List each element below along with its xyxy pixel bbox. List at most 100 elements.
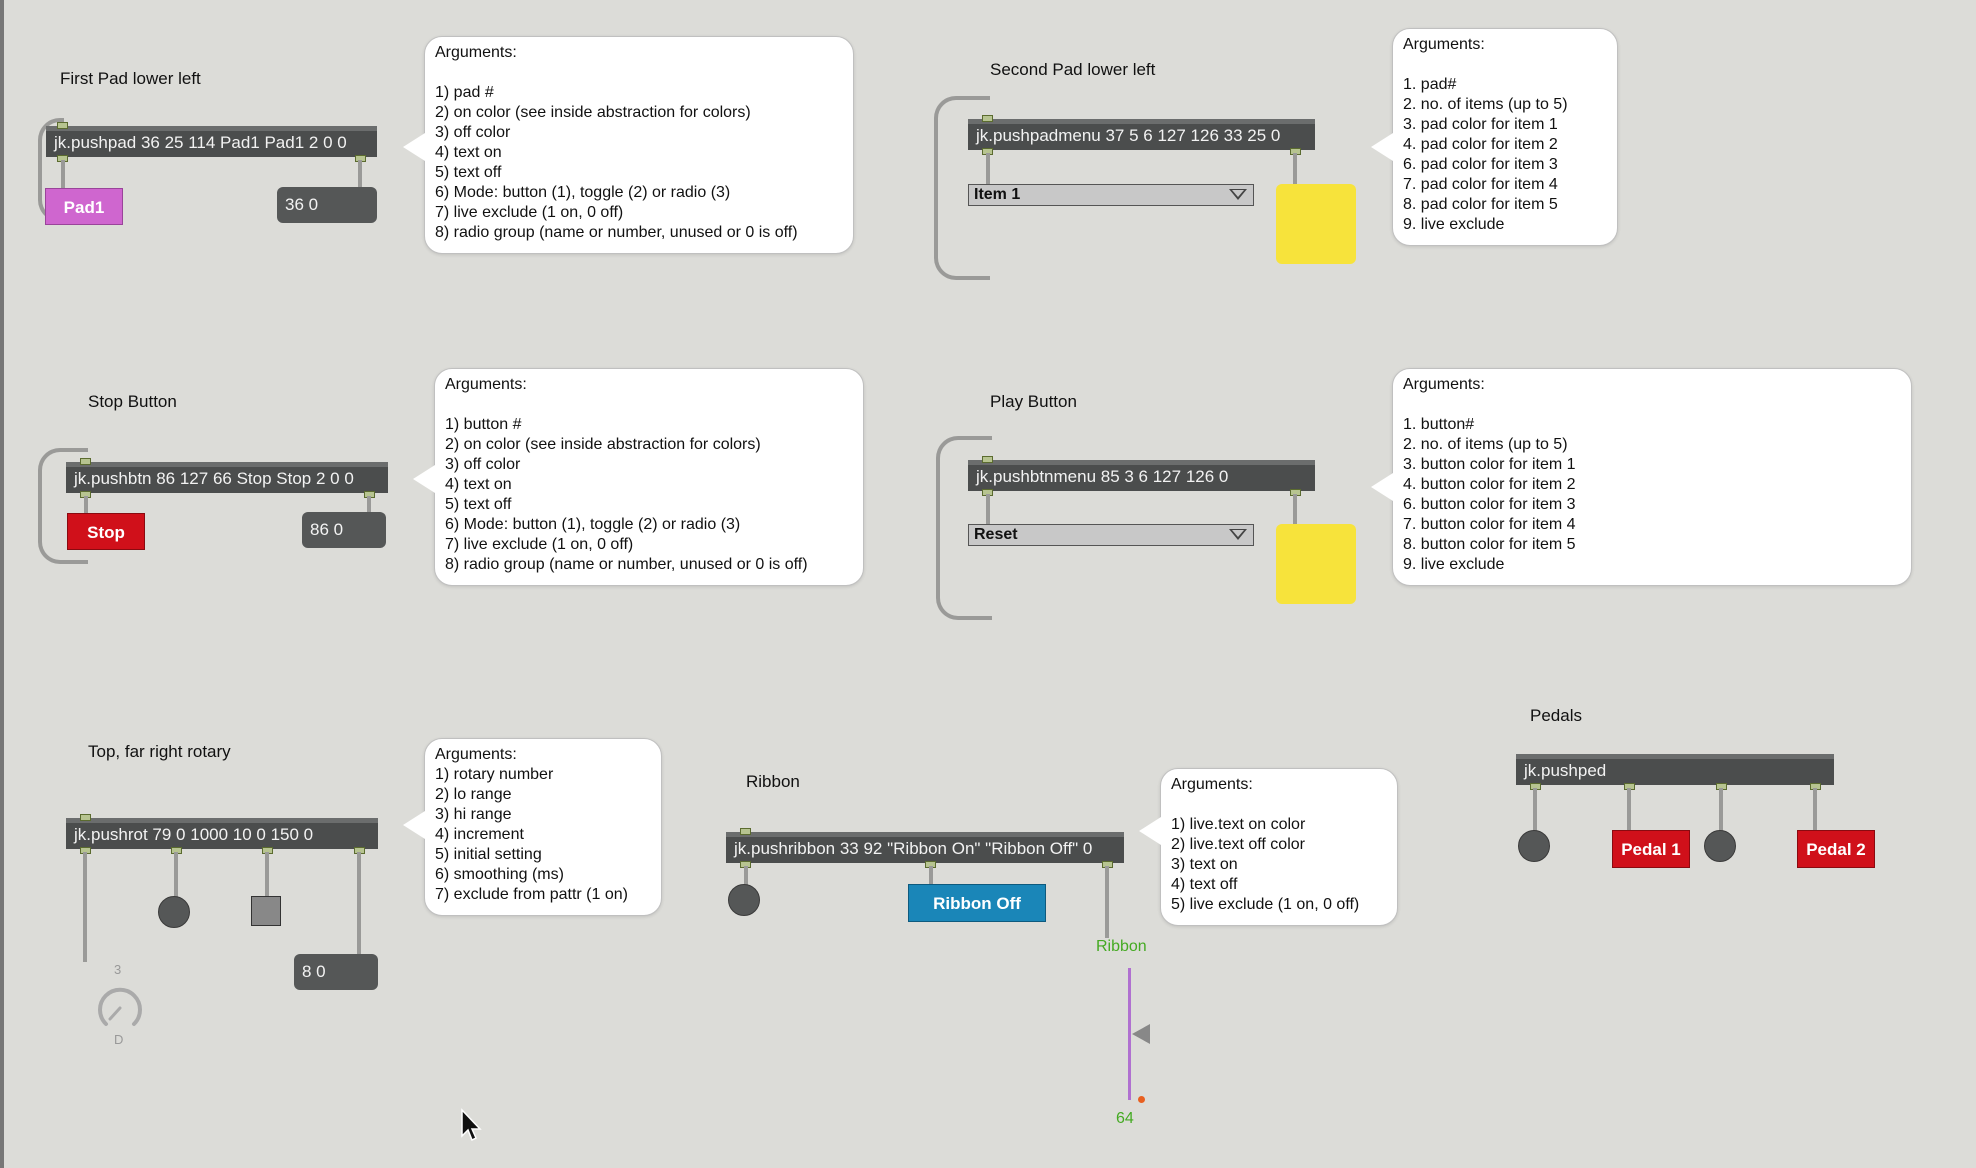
btn-argument-line: 3) off color (445, 456, 521, 473)
btnmenu-argument-line: 3. button color for item 1 (1403, 456, 1576, 473)
pad-number-box[interactable]: 36 0 (277, 187, 377, 223)
padmenu-arguments-comment: Arguments: 1. pad#2. no. of items (up to… (1371, 28, 1618, 246)
pushpadmenu-inlet[interactable] (982, 115, 993, 122)
btn-cord-1 (84, 496, 88, 514)
pushribbon-object[interactable]: jk.pushribbon 33 92 "Ribbon On" "Ribbon … (726, 832, 1124, 863)
pedal1-bang[interactable] (1518, 830, 1550, 862)
padmenu-color-swatch[interactable] (1276, 184, 1356, 264)
rot-bang[interactable] (158, 896, 190, 928)
pedal1-button[interactable]: Pedal 1 (1612, 830, 1690, 868)
pushpad-object[interactable]: jk.pushpad 36 25 114 Pad1 Pad1 2 0 0 (46, 126, 377, 157)
rot-argument-line: 7) exclude from pattr (1 on) (435, 886, 628, 903)
padmenu-dropdown[interactable]: Item 1 (968, 184, 1254, 206)
rotary-label: Top, far right rotary (88, 742, 231, 761)
btnmenu-selected-item: Reset (974, 526, 1018, 543)
ribbon-bang[interactable] (728, 884, 760, 916)
rot-argument-line: 5) initial setting (435, 846, 542, 863)
pad-arguments-comment: Arguments: 1) pad #2) on color (see insi… (403, 36, 854, 254)
pedal2-bang[interactable] (1704, 830, 1736, 862)
btnmenu-argument-line: 9. live exclude (1403, 556, 1505, 573)
ribbon-cord-2 (929, 866, 933, 886)
btnmenu-cord-2 (1293, 494, 1297, 526)
stop-label: Stop Button (88, 392, 177, 411)
padmenu-selected-item: Item 1 (974, 186, 1021, 203)
dial-top-label: 3 (114, 962, 122, 977)
rot-number-box[interactable]: 8 0 (294, 954, 378, 990)
btnmenu-dropdown[interactable]: Reset (968, 524, 1254, 546)
ribbon-label: Ribbon (746, 772, 800, 791)
pushbtn-object[interactable]: jk.pushbtn 86 127 66 Stop Stop 2 0 0 (66, 462, 388, 493)
padmenu-argument-line: 3. pad color for item 1 (1403, 116, 1558, 133)
ribbon-argument-line: 2) live.text off color (1171, 836, 1305, 853)
pad-argument-line: Arguments: (435, 44, 517, 61)
pad-argument-line: 5) text off (435, 164, 502, 181)
pad-argument-line: 4) text on (435, 144, 502, 161)
pedal2-button[interactable]: Pedal 2 (1797, 830, 1875, 868)
btnmenu-argument-line (1403, 395, 1901, 415)
pushrot-inlet[interactable] (80, 814, 91, 821)
pushribbon-inlet[interactable] (740, 828, 751, 835)
btnmenu-cord-1 (986, 494, 990, 526)
rot-cord-1 (83, 852, 87, 962)
pushpad-inlet[interactable] (57, 122, 68, 129)
first-pad-label: First Pad lower left (60, 69, 201, 88)
rot-argument-line: Arguments: (435, 746, 517, 763)
btn-number-box[interactable]: 86 0 (302, 512, 386, 548)
ped-cord-1 (1533, 788, 1537, 832)
padmenu-argument-line: 4. pad color for item 2 (1403, 136, 1558, 153)
pad-argument-line: 6) Mode: button (1), toggle (2) or radio… (435, 184, 731, 201)
rot-argument-line: 6) smoothing (ms) (435, 866, 564, 883)
rot-cord-2 (174, 852, 178, 897)
padmenu-cord-1 (986, 153, 990, 185)
btn-argument-line: 2) on color (see inside abstraction for … (445, 436, 761, 453)
btnmenu-argument-line: 1. button# (1403, 416, 1475, 433)
stop-button[interactable]: Stop (67, 513, 145, 550)
ribbon-cord-3 (1105, 866, 1109, 938)
pad1-button[interactable]: Pad1 (45, 188, 123, 225)
padmenu-argument-line: 9. live exclude (1403, 216, 1505, 233)
ped-cord-3 (1719, 788, 1723, 832)
chevron-down-icon (1229, 189, 1247, 200)
btnmenu-argument-line: 4. button color for item 2 (1403, 476, 1576, 493)
rot-argument-line: 4) increment (435, 826, 524, 843)
ped-cord-2 (1627, 788, 1631, 832)
pushbtnmenu-inlet[interactable] (982, 456, 993, 463)
dial-bottom-label: D (114, 1032, 124, 1047)
ribbon-slider-track[interactable] (1128, 968, 1131, 1100)
pushped-object[interactable]: jk.pushped (1516, 754, 1834, 785)
btnmenu-color-swatch[interactable] (1276, 524, 1356, 604)
dial-icon[interactable] (92, 980, 148, 1036)
pushrot-object[interactable]: jk.pushrot 79 0 1000 10 0 150 0 (66, 818, 378, 849)
btn-argument-line: 4) text on (445, 476, 512, 493)
ribbon-slider-origin-dot (1138, 1096, 1145, 1103)
rot-cord-3 (265, 852, 269, 897)
btn-argument-line: 1) button # (445, 416, 522, 433)
ped-cord-4 (1813, 788, 1817, 832)
pushpadmenu-object[interactable]: jk.pushpadmenu 37 5 6 127 126 33 25 0 (968, 119, 1315, 150)
ribbon-slider-label: Ribbon (1096, 938, 1147, 955)
rot-argument-line: 2) lo range (435, 786, 512, 803)
pad-cord-2 (358, 160, 362, 190)
btnmenu-arguments-comment: Arguments: 1. button#2. no. of items (up… (1371, 368, 1912, 586)
padmenu-feedback-cord (934, 96, 990, 280)
padmenu-argument-line: 1. pad# (1403, 76, 1457, 93)
btn-argument-line: Arguments: (445, 376, 527, 393)
ribbon-slider-thumb[interactable] (1132, 1024, 1150, 1044)
pushbtn-inlet[interactable] (80, 458, 91, 465)
pushbtnmenu-object[interactable]: jk.pushbtnmenu 85 3 6 127 126 0 (968, 460, 1315, 491)
btn-argument-line: 7) live exclude (1 on, 0 off) (445, 536, 634, 553)
padmenu-argument-line: 6. pad color for item 3 (1403, 156, 1558, 173)
btnmenu-argument-line: 6. button color for item 3 (1403, 496, 1576, 513)
mouse-cursor-icon (461, 1108, 482, 1142)
ribbon-argument-line (1171, 795, 1387, 815)
ribbon-cord-1 (744, 866, 748, 886)
rot-toggle[interactable] (251, 896, 281, 926)
pad-argument-line: 3) off color (435, 124, 511, 141)
pad-argument-line: 8) radio group (name or number, unused o… (435, 224, 798, 241)
btn-argument-line (445, 395, 853, 415)
ribbon-off-toggle[interactable]: Ribbon Off (908, 884, 1046, 922)
padmenu-argument-line: 2. no. of items (up to 5) (1403, 96, 1568, 113)
btnmenu-argument-line: 8. button color for item 5 (1403, 536, 1576, 553)
padmenu-cord-2 (1293, 153, 1297, 185)
